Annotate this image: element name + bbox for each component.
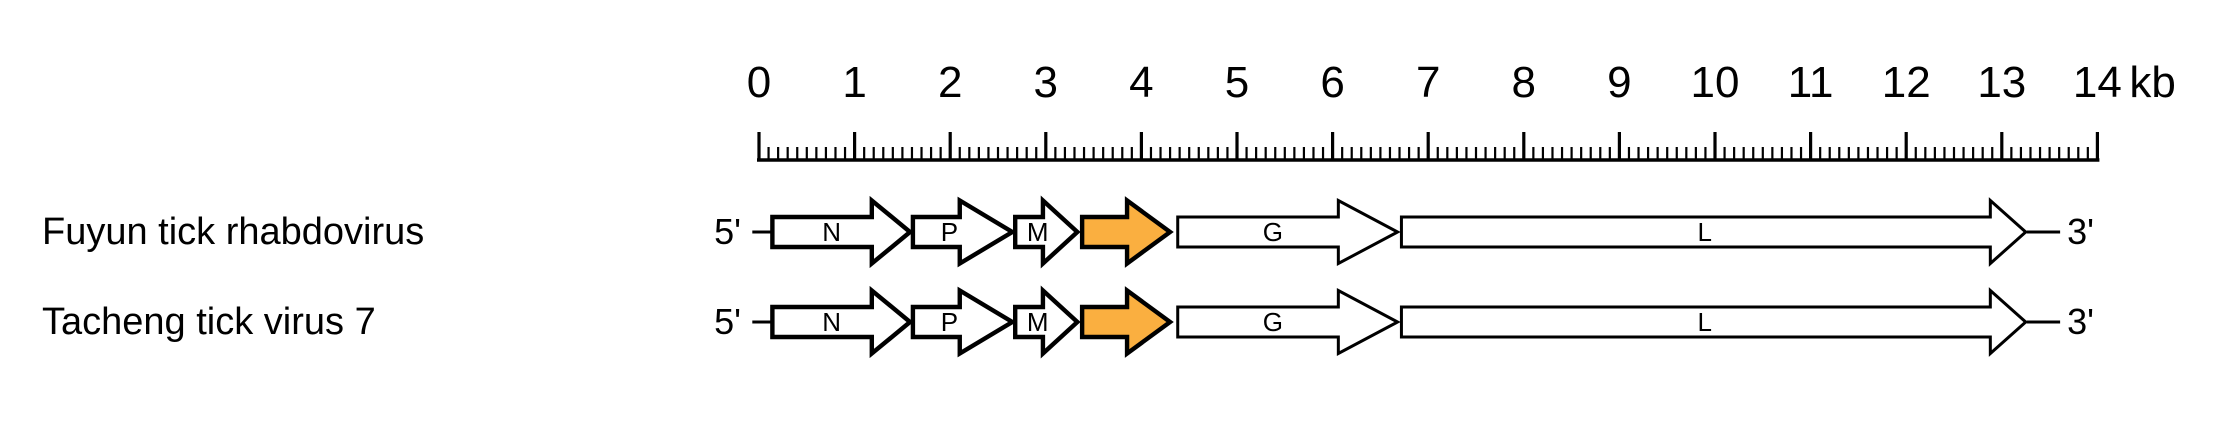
- gene-arrow-P-row1: [910, 196, 1017, 268]
- ruler-tick-label: 3: [1034, 58, 1058, 107]
- gene-arrow-highlight-row1: [1079, 196, 1174, 268]
- three-prime-label: 3': [2067, 301, 2094, 342]
- ruler-tick-label: 2: [938, 58, 962, 107]
- gene-arrow-L-row1: [1399, 197, 2028, 267]
- virus-name-tacheng-tick-virus-7: Tacheng tick virus 7: [42, 301, 376, 343]
- three-prime-label: 3': [2067, 211, 2094, 252]
- virus-name-fuyun-tick-rhabdovirus: Fuyun tick rhabdovirus: [42, 211, 425, 253]
- gene-arrow-L-row2: [1399, 287, 2028, 357]
- ruler-tick-label: 8: [1512, 58, 1536, 107]
- gene-label-N: N: [822, 307, 841, 337]
- ruler-tick-label: 11: [1788, 58, 1834, 107]
- gene-arrow-N-row1: [770, 195, 914, 269]
- ruler-tick-label: 12: [1882, 58, 1931, 107]
- gene-label-L: L: [1697, 217, 1711, 247]
- gene-label-M: M: [1027, 217, 1049, 247]
- gene-arrow-G-row1: [1176, 198, 1401, 266]
- gene-label-L: L: [1697, 307, 1711, 337]
- five-prime-label: 5': [714, 301, 741, 342]
- ruler-tick-label: 13: [1977, 58, 2026, 107]
- gene-label-G: G: [1263, 217, 1283, 247]
- ruler-tick-label: 10: [1691, 58, 1740, 107]
- gene-label-P: P: [941, 217, 958, 247]
- ruler-tick-label: 0: [747, 58, 771, 107]
- ruler-tick-label: 5: [1225, 58, 1249, 107]
- gene-label-M: M: [1027, 307, 1049, 337]
- gene-arrow-highlight-row2: [1079, 286, 1174, 358]
- gene-arrow-G-row2: [1176, 288, 1401, 356]
- ruler-tick-label: 1: [842, 58, 866, 107]
- gene-arrow-N-row2: [770, 285, 914, 359]
- gene-arrow-M-row2: [1013, 285, 1081, 359]
- ruler-tick-label: 6: [1320, 58, 1344, 107]
- five-prime-label: 5': [714, 211, 741, 252]
- gene-arrow-M-row1: [1013, 195, 1081, 269]
- ruler-tick-label: 4: [1129, 58, 1153, 107]
- ruler-tick-label: 9: [1607, 58, 1631, 107]
- ruler-tick-label: 14: [2073, 58, 2122, 107]
- gene-label-P: P: [941, 307, 958, 337]
- ruler-unit-label: kb: [2129, 58, 2175, 107]
- gene-label-G: G: [1263, 307, 1283, 337]
- ruler-tick-label: 7: [1416, 58, 1440, 107]
- gene-label-N: N: [822, 217, 841, 247]
- gene-arrow-P-row2: [910, 286, 1017, 358]
